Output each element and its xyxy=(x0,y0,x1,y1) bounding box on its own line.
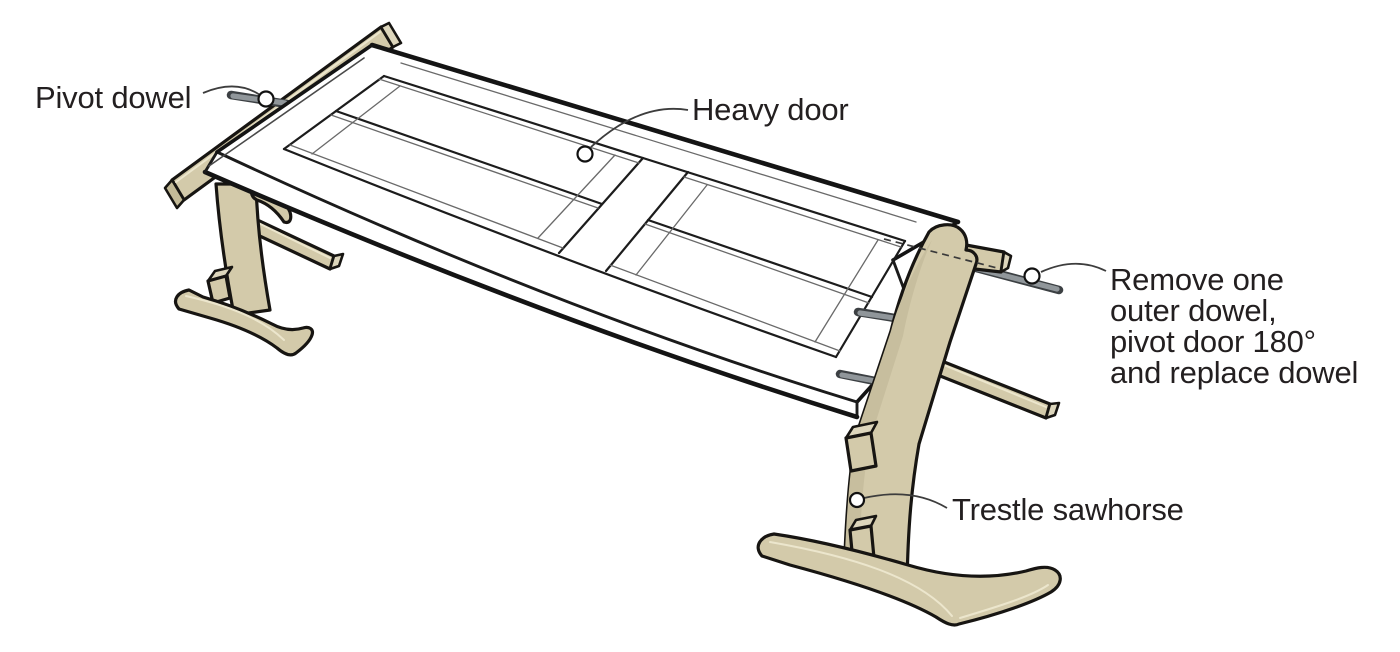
left-sawhorse-brace-end xyxy=(328,252,345,271)
hidden-dowel-line xyxy=(883,238,998,269)
door-mid-rail-left-line xyxy=(557,156,645,255)
label-pivot-dowel: Pivot dowel xyxy=(35,80,191,115)
label-remove-instruction: Remove one outer dowel, pivot door 180° … xyxy=(1110,262,1358,390)
door-surface xyxy=(205,45,958,417)
left-sawhorse-beam-near-cap xyxy=(163,178,186,210)
left-sawhorse-post xyxy=(214,182,272,317)
leader-line-remove-dowel xyxy=(1040,262,1107,273)
label-trestle-sawhorse: Trestle sawhorse xyxy=(952,492,1184,527)
left-sawhorse-beam-cap xyxy=(379,21,403,49)
right-sawhorse-foot xyxy=(756,532,1062,627)
leader-dot-pivot-dowel xyxy=(257,90,275,108)
leader-line-heavy-door xyxy=(590,107,689,148)
door-near-top-edge xyxy=(215,150,859,404)
door-far-stile-line xyxy=(382,74,907,243)
label-heavy-door: Heavy door xyxy=(692,92,849,127)
leader-dot-heavy-door xyxy=(576,145,594,163)
door-right-rail-line xyxy=(834,239,907,359)
leader-line-trestle-sawhorse xyxy=(863,493,948,509)
door-mid-rail-right-line xyxy=(604,170,690,273)
door-far-edge xyxy=(369,42,961,225)
left-sawhorse-foot xyxy=(174,288,315,357)
door-near-bottom-edge xyxy=(202,169,860,420)
door-left-rail-line xyxy=(282,74,386,151)
leader-line-pivot-dowel xyxy=(202,85,261,96)
leader-dot-trestle-sawhorse xyxy=(848,491,866,509)
heavy-door xyxy=(202,42,961,420)
labels: Pivot dowel Heavy door Remove one outer … xyxy=(35,80,1358,527)
annotations xyxy=(202,85,1107,509)
right-sawhorse-brace-end xyxy=(1044,401,1061,420)
leader-dot-remove-dowel xyxy=(1023,267,1041,285)
door-left-end-edge xyxy=(215,43,374,154)
door-near-stile-line xyxy=(282,147,838,359)
left-sawhorse-tenon xyxy=(206,274,232,305)
right-sawhorse-tenon-upper xyxy=(844,431,878,473)
